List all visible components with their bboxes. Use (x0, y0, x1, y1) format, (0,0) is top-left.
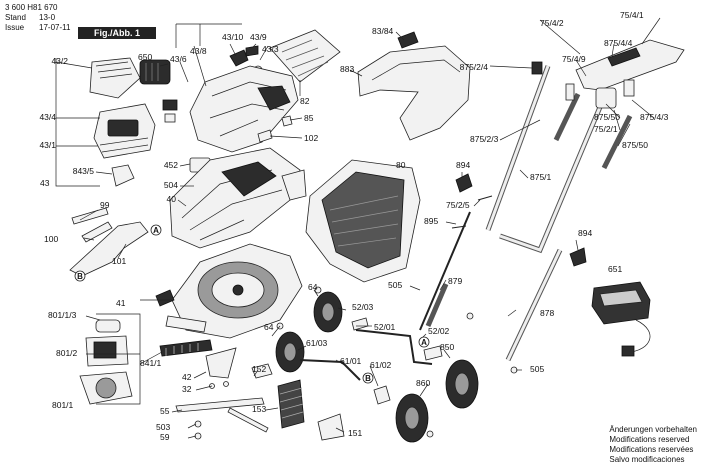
label-43-1: 43/1 (39, 140, 56, 150)
main-housing (169, 147, 301, 249)
label-841-1: 841/1 (140, 358, 162, 368)
label-75-4-1: 75/4/1 (620, 10, 644, 20)
notes-block: Änderungen vorbehalten Modifications res… (609, 425, 697, 465)
ref-letter-b-2: B (365, 374, 371, 383)
label-64-bottom: 64 (264, 322, 274, 332)
ref-letter-a-2: A (421, 338, 427, 347)
label-875-4-3: 875/4/3 (640, 112, 669, 122)
label-801-1-3: 801/1/3 (48, 310, 77, 320)
label-40: 40 (167, 194, 177, 204)
lid (269, 29, 341, 83)
ref-letter-a-1: A (153, 226, 159, 235)
label-43-8: 43/8 (190, 46, 207, 56)
label-75-2-1: 75/2/1 (594, 124, 618, 134)
label-505-bottom: 505 (530, 364, 544, 374)
issue-label: Issue (5, 23, 25, 32)
label-894-top: 894 (456, 160, 470, 170)
ref-circle-b-2 (362, 372, 374, 384)
label-503: 503 (156, 422, 170, 432)
label-452: 452 (164, 160, 178, 170)
label-43-6: 43/6 (170, 54, 187, 64)
label-80: 80 (396, 160, 406, 170)
label-153: 153 (252, 404, 266, 414)
label-504: 504 (164, 180, 178, 190)
label-43-10: 43/10 (222, 32, 244, 42)
spring (277, 379, 305, 429)
grass-box-lid (357, 45, 471, 141)
label-801-2: 801/2 (56, 348, 78, 358)
top-housing (189, 65, 299, 153)
label-61-03: 61/03 (306, 338, 328, 348)
label-43: 43 (40, 178, 50, 188)
label-879: 879 (448, 276, 462, 286)
label-152: 152 (252, 364, 266, 374)
label-651: 651 (608, 264, 622, 274)
label-875-2-3: 875/2/3 (470, 134, 499, 144)
label-43-3: 43/3 (262, 44, 279, 54)
note-line: Änderungen vorbehalten (609, 425, 697, 434)
ref-letter-b-1: B (77, 272, 83, 281)
label-894-bottom: 894 (578, 228, 592, 238)
label-43-4: 43/4 (39, 112, 56, 122)
figure-label: Fig./Abb. 1 (78, 27, 156, 39)
label-52-02: 52/02 (428, 326, 450, 336)
label-875-50-bottom: 875/50 (622, 140, 648, 150)
control-bar (575, 39, 685, 91)
lever (69, 221, 149, 277)
label-59: 59 (160, 432, 170, 442)
label-875-4-4: 875/4/4 (604, 38, 633, 48)
note-line: Salvo modificaciones (609, 455, 685, 464)
label-61-01: 61/01 (340, 356, 362, 366)
label-875-2-4: 875/2/4 (460, 62, 489, 72)
label-75-4-9: 75/4/9 (562, 54, 586, 64)
label-52-01: 52/01 (374, 322, 396, 332)
label-883: 883 (340, 64, 354, 74)
doc-number: 3 600 H81 670 (5, 3, 58, 12)
label-875-1: 875/1 (530, 172, 552, 182)
label-101: 101 (112, 256, 126, 266)
label-801-1: 801/1 (52, 400, 74, 410)
label-75-2-5: 75/2/5 (446, 200, 470, 210)
ref-circle-b-1 (74, 270, 86, 282)
battery-pack (139, 59, 171, 85)
note-line: Modifications reservées (609, 445, 694, 454)
label-650: 650 (138, 52, 152, 62)
label-52-03: 52/03 (352, 302, 374, 312)
label-151: 151 (348, 428, 362, 438)
label-64-top: 64 (308, 282, 318, 292)
blade (175, 397, 265, 413)
label-43-9: 43/9 (250, 32, 267, 42)
label-85: 85 (304, 113, 314, 123)
label-82: 82 (300, 96, 310, 106)
stand-label: Stand (5, 13, 26, 22)
label-102: 102 (304, 133, 318, 143)
label-41: 41 (116, 298, 126, 308)
label-43-2: 43/2 (51, 56, 68, 66)
label-850: 850 (440, 342, 454, 352)
label-32: 32 (182, 384, 192, 394)
stand-value: 13-0 (39, 13, 56, 22)
label-55: 55 (160, 406, 170, 416)
label-505-top: 505 (388, 280, 402, 290)
label-42: 42 (182, 372, 192, 382)
label-843-5: 843/5 (73, 166, 95, 176)
label-878: 878 (540, 308, 554, 318)
label-100: 100 (44, 234, 58, 244)
label-61-02: 61/02 (370, 360, 392, 370)
label-875-50-top: 875/50 (594, 112, 620, 122)
label-99: 99 (100, 200, 110, 210)
ref-circle-a-2 (418, 336, 430, 348)
ref-circle-a-1 (150, 224, 162, 236)
label-860: 860 (416, 378, 430, 388)
issue-value: 17-07-11 (39, 23, 71, 32)
battery-cover (89, 57, 141, 99)
note-line: Modifications reserved (609, 435, 690, 444)
label-895: 895 (424, 216, 438, 226)
label-75-4-2: 75/4/2 (540, 18, 564, 28)
label-83-84: 83/84 (372, 26, 394, 36)
document-header: 3 600 H81 670 Stand 13-0 Issue 17-07-11 (5, 3, 70, 33)
